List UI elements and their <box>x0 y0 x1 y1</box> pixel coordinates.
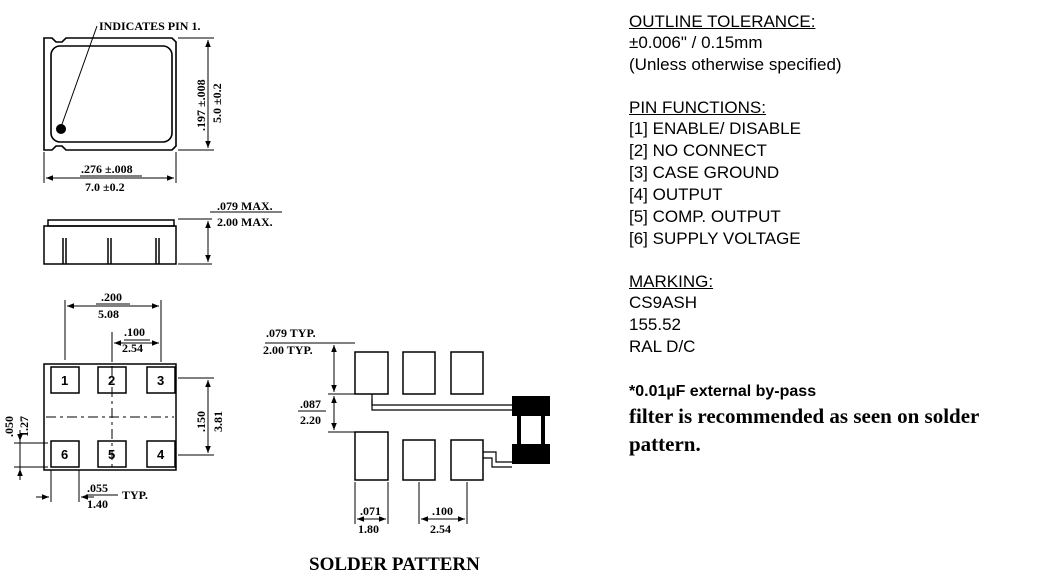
solder-traces <box>371 394 512 468</box>
pin-function-1: [1] ENABLE/ DISABLE <box>629 119 801 138</box>
top-width-in: .276 ±.008 <box>81 162 133 176</box>
top-view <box>43 37 177 151</box>
bottom-span-mm: 5.08 <box>98 307 119 321</box>
solder-pad-width-mm: 1.80 <box>358 522 379 536</box>
bottom-pitch-in: .100 <box>124 325 145 339</box>
solder-gap-mm: 2.20 <box>300 413 321 427</box>
pin-5: 5 <box>108 447 115 462</box>
pad-height-in: .050 <box>2 416 16 437</box>
pad-width-dimension <box>36 470 118 502</box>
pin1-leader <box>60 25 98 128</box>
pin-1: 1 <box>61 373 68 388</box>
pin-functions-title: PIN FUNCTIONS: <box>629 98 766 117</box>
side-height-mm: 2.00 MAX. <box>217 215 273 229</box>
pin-4: 4 <box>157 447 165 462</box>
pin1-label: INDICATES PIN 1. <box>99 19 200 33</box>
solder-pattern-title: SOLDER PATTERN <box>309 554 480 575</box>
marking-line-3: RAL D/C <box>629 337 696 356</box>
solder-pad-height-dimension <box>265 342 355 395</box>
bottom-span-in: .200 <box>101 290 122 304</box>
marking-line-1: CS9ASH <box>629 293 698 312</box>
pin-function-6: [6] SUPPLY VOLTAGE <box>629 229 801 248</box>
pin-function-2: [2] NO CONNECT <box>629 141 767 160</box>
pin-function-3: [3] CASE GROUND <box>629 163 780 182</box>
bottom-view <box>43 363 177 471</box>
pin-6: 6 <box>61 447 68 462</box>
top-height-dimension <box>178 37 214 151</box>
bottom-height-dimension <box>178 377 214 456</box>
bypass-capacitor <box>512 396 550 464</box>
marking-title: MARKING: <box>629 272 714 291</box>
pad-width-in: .055 <box>87 481 108 495</box>
pad-height-dimension <box>14 430 48 480</box>
solder-pitch-in: .100 <box>432 504 453 518</box>
solder-pad-height-in: .079 TYP. <box>266 326 316 340</box>
bottom-pitch-mm: 2.54 <box>122 341 143 355</box>
solder-gap-dimension <box>298 396 355 433</box>
pad-width-mm: 1.40 <box>87 497 108 511</box>
pin-3: 3 <box>157 373 164 388</box>
solder-pad-height-mm: 2.00 TYP. <box>263 343 313 357</box>
bottom-height-mm: 3.81 <box>211 411 225 432</box>
solder-pad-width-dimension <box>354 482 389 524</box>
outline-tolerance-note: (Unless otherwise specified) <box>629 55 842 74</box>
side-view <box>43 219 177 265</box>
bypass-note-line-2: filter is recommended as seen on solder <box>629 404 980 428</box>
pin1-dot <box>56 124 66 134</box>
solder-pitch-mm: 2.54 <box>430 522 451 536</box>
bypass-note-line-3: pattern. <box>629 432 701 456</box>
pad-width-typ: TYP. <box>122 488 148 502</box>
top-width-dimension <box>43 152 177 183</box>
pad-height-mm: 1.27 <box>17 416 31 437</box>
solder-pattern <box>354 351 484 481</box>
bottom-pitch-dimension <box>111 332 159 362</box>
top-height-in: .197 ±.008 <box>194 79 208 131</box>
bottom-centerlines <box>46 366 174 468</box>
side-height-in: .079 MAX. <box>217 199 273 213</box>
top-height-mm: 5.0 ±0.2 <box>210 83 224 123</box>
bottom-height-in: .150 <box>194 411 208 432</box>
bypass-note-line-1: *0.01µF external by-pass <box>629 383 817 400</box>
solder-pad-width-in: .071 <box>360 504 381 518</box>
bottom-span-dimension <box>64 300 162 362</box>
side-height-dimension <box>178 211 282 265</box>
pin-function-4: [4] OUTPUT <box>629 185 723 204</box>
pin-2: 2 <box>108 373 115 388</box>
outline-tolerance-value: ±0.006" / 0.15mm <box>629 33 763 52</box>
marking-line-2: 155.52 <box>629 315 681 334</box>
top-width-mm: 7.0 ±0.2 <box>85 180 125 194</box>
pin-function-5: [5] COMP. OUTPUT <box>629 207 781 226</box>
solder-pitch-dimension <box>418 482 468 524</box>
outline-tolerance-title: OUTLINE TOLERANCE: <box>629 12 816 31</box>
notes-panel: OUTLINE TOLERANCE: ±0.006" / 0.15mm (Unl… <box>629 12 1039 458</box>
solder-gap-in: .087 <box>300 397 321 411</box>
